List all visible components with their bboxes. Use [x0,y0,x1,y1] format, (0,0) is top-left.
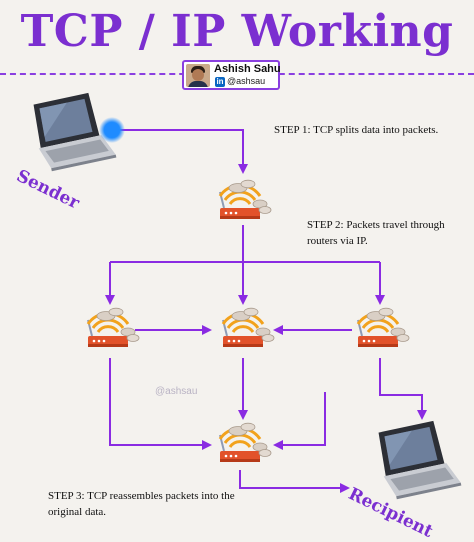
linkedin-icon: in [215,77,225,87]
router-icon [218,421,273,464]
router-icon [218,178,273,221]
laptop-icon [374,418,462,501]
author-badge: Ashish Sahu in @ashsau [182,60,281,90]
page-title: TCP / IP Working [20,6,454,57]
step-3-text: STEP 3: TCP reassembles packets into the… [48,490,235,518]
step-2-text: STEP 2: Packets travel through routers v… [307,219,445,247]
packet-origin-dot [105,123,119,137]
step-1-text: STEP 1: TCP splits data into packets. [274,124,439,136]
router-icon [221,306,276,349]
author-name: Ashish Sahu [214,63,281,75]
router-icon [356,306,411,349]
router-icon [86,306,141,349]
author-handle: @ashsau [227,76,266,86]
avatar [186,64,210,87]
watermark: @ashsau [155,386,198,397]
